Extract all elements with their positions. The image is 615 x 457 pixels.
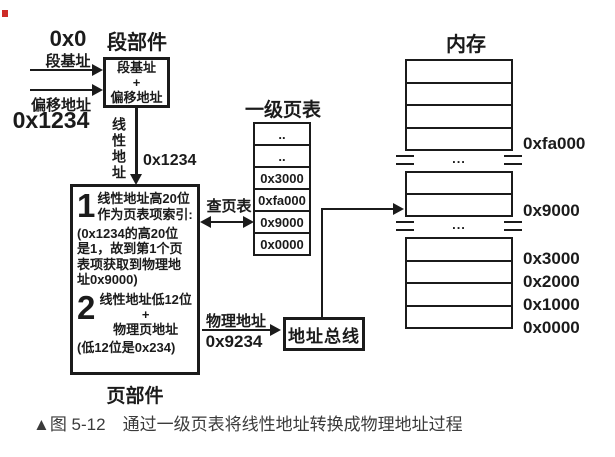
step1-text: 线性地址高20位 作为页表项索引: bbox=[97, 191, 193, 223]
segment-unit-box: 段基址 + 偏移地址 bbox=[103, 57, 170, 108]
linear-address-value: 0x1234 bbox=[143, 152, 197, 169]
red-bookmark-marker bbox=[2, 10, 8, 17]
page-table: .. .. 0x3000 0xfa000 0x9000 0x0000 bbox=[253, 122, 311, 256]
lookup-arrow-shaft bbox=[207, 221, 247, 223]
memory-cell bbox=[407, 284, 511, 307]
memory-address-label: 0xfa000 bbox=[523, 134, 586, 153]
memory-cell bbox=[407, 307, 511, 328]
page-unit-label: 页部件 bbox=[106, 386, 164, 407]
memory-address-label: 0x3000 bbox=[523, 249, 580, 268]
physical-address-arrow-shaft bbox=[202, 329, 272, 331]
page-table-entry: 0xfa000 bbox=[255, 190, 309, 212]
seg-base-label: 段基址 bbox=[45, 53, 91, 70]
step2-number: 2 bbox=[77, 288, 96, 326]
memory-break-tick bbox=[504, 163, 522, 165]
memory-cell bbox=[407, 262, 511, 284]
memory-address-label: 0x9000 bbox=[523, 201, 580, 220]
address-bus-box: 地址总线 bbox=[283, 317, 365, 351]
offset-arrow-shaft bbox=[30, 89, 94, 91]
step2-text: 线性地址低12位 + 物理页地址 bbox=[99, 291, 192, 337]
linear-address-line bbox=[135, 107, 138, 176]
figure-caption: ▲图 5-12 通过一级页表将线性地址转换成物理地址过程 bbox=[33, 415, 463, 434]
lookup-arrow-left-icon bbox=[200, 216, 211, 228]
memory-break-tick bbox=[396, 155, 414, 157]
page-table-entry: 0x0000 bbox=[260, 236, 304, 252]
memory-ellipsis: ... bbox=[452, 217, 466, 232]
memory-address-label: 0x1000 bbox=[523, 295, 580, 314]
step1-note: (0x1234的高20位 是1，故到第1个页 表项获取到物理地 址0x9000) bbox=[77, 225, 183, 288]
segment-unit-title: 段部件 bbox=[107, 32, 167, 54]
memory-break-tick bbox=[396, 163, 414, 165]
memory-group-middle bbox=[405, 171, 513, 217]
memory-break-tick bbox=[504, 229, 522, 231]
lookup-arrow-right-icon bbox=[243, 216, 254, 228]
seg-base-arrow-shaft bbox=[30, 69, 94, 71]
memory-cell bbox=[407, 129, 511, 150]
bus-to-memory-vline bbox=[321, 209, 323, 317]
step1-number: 1 bbox=[77, 187, 96, 224]
linear-address-label: 线性地址 bbox=[111, 117, 127, 181]
memory-break-tick bbox=[396, 221, 414, 223]
step1-row: 1 线性地址高20位 作为页表项索引: bbox=[77, 187, 194, 224]
memory-cell bbox=[407, 84, 511, 106]
memory-cell bbox=[407, 106, 511, 129]
memory-cell bbox=[407, 239, 511, 262]
memory-cell bbox=[407, 173, 511, 195]
page-table-entry: .. bbox=[255, 124, 309, 146]
bus-to-memory-hline bbox=[321, 208, 394, 210]
page-table-entry: 0x9000 bbox=[255, 212, 309, 234]
step2-row: 2 线性地址低12位 + 物理页地址 bbox=[77, 288, 194, 338]
page-table-lookup-label: 查页表 bbox=[206, 198, 252, 215]
memory-cell bbox=[407, 195, 511, 215]
page-table-entry: 0x3000 bbox=[255, 168, 309, 190]
memory-column: ... ... bbox=[396, 59, 522, 329]
step2-note: (低12位是0x234) bbox=[77, 339, 176, 355]
segment-unit-box-text: 段基址 + 偏移地址 bbox=[110, 59, 163, 106]
offset-label: 偏移地址 bbox=[30, 97, 91, 114]
seg-base-arrow-icon bbox=[92, 64, 103, 76]
linear-address-arrow-icon bbox=[130, 174, 142, 185]
physical-address-label: 物理地址 bbox=[205, 313, 266, 330]
page-table-entry: .. bbox=[255, 146, 309, 168]
memory-address-label: 0x0000 bbox=[523, 318, 580, 337]
seg-base-value: 0x0 bbox=[49, 26, 87, 51]
page-unit-box: 1 线性地址高20位 作为页表项索引: (0x1234的高20位 是1，故到第1… bbox=[70, 184, 200, 375]
memory-address-label: 0x2000 bbox=[523, 272, 580, 291]
bus-to-memory-arrow-icon bbox=[393, 203, 404, 215]
memory-ellipsis: ... bbox=[452, 151, 466, 166]
physical-address-arrow-icon bbox=[270, 324, 281, 336]
memory-group-top bbox=[405, 59, 513, 151]
physical-address-value: 0x9234 bbox=[205, 332, 263, 351]
offset-value: 0x1234 bbox=[12, 107, 90, 133]
memory-break-tick bbox=[396, 229, 414, 231]
memory-break-tick bbox=[504, 221, 522, 223]
memory-cell bbox=[407, 61, 511, 84]
address-bus-label: 地址总线 bbox=[288, 326, 360, 346]
memory-group-bottom bbox=[405, 237, 513, 329]
memory-title: 内存 bbox=[446, 34, 486, 56]
memory-break-tick bbox=[504, 155, 522, 157]
offset-arrow-icon bbox=[92, 84, 103, 96]
page-table-title: 一级页表 bbox=[244, 100, 321, 121]
